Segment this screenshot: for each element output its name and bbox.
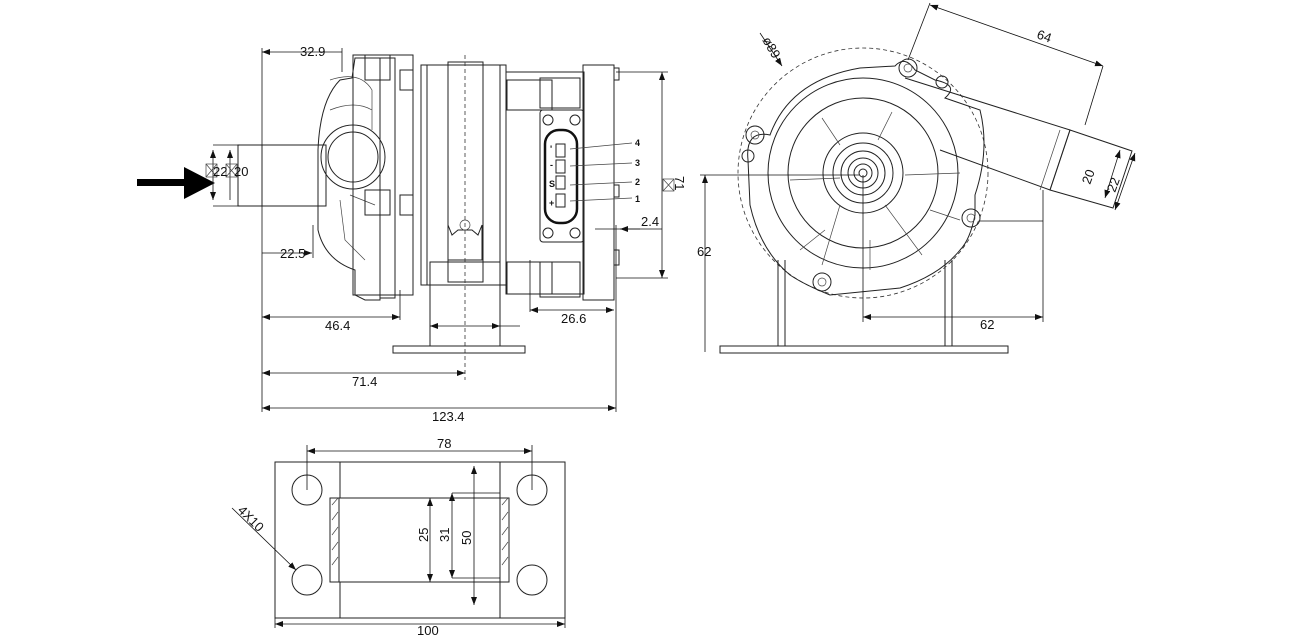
pin-symbol-minus: - bbox=[550, 160, 553, 170]
dim-62-horizontal: 62 bbox=[980, 317, 994, 332]
dim-78: 78 bbox=[437, 436, 451, 451]
front-bracket bbox=[719, 260, 1009, 354]
dim-22-5: 22.5 bbox=[280, 246, 305, 261]
outlet-pipe bbox=[904, 77, 1133, 209]
pin-label-3: 3 bbox=[635, 158, 640, 168]
dim-71: 71 bbox=[672, 176, 687, 190]
pin-label-4: 4 bbox=[635, 138, 640, 148]
pin-symbol-s: S bbox=[549, 179, 555, 189]
side-view: 22 20 bbox=[137, 44, 687, 424]
dim-32-9: 32.9 bbox=[300, 44, 325, 59]
side-dimensions: 32.9 22.5 46.4 71.4 123.4 26.6 2.4 71 bbox=[261, 44, 687, 424]
dim-4x10-holes: 4X10 bbox=[235, 503, 267, 535]
front-view: ø89 64 62 62 20 22 bbox=[697, 2, 1136, 354]
dim-31: 31 bbox=[437, 528, 452, 542]
motor-body bbox=[420, 55, 507, 380]
outlet-inner-dia: 20 bbox=[1079, 167, 1098, 186]
front-dimensions: ø89 64 62 62 20 22 bbox=[697, 2, 1136, 352]
pin-label-1: 1 bbox=[635, 194, 640, 204]
pin-label-2: 2 bbox=[635, 177, 640, 187]
dim-71-4: 71.4 bbox=[352, 374, 377, 389]
dim-26-6: 26.6 bbox=[561, 311, 586, 326]
dim-50: 50 bbox=[459, 531, 474, 545]
flow-arrow-icon bbox=[137, 167, 215, 199]
motor-rear bbox=[505, 64, 620, 301]
dim-62-vertical: 62 bbox=[697, 244, 711, 259]
dim-2-4: 2.4 bbox=[641, 214, 659, 229]
pump-volute bbox=[317, 57, 386, 301]
bottom-view: 78 100 4X10 25 31 50 bbox=[231, 436, 566, 638]
pin-symbol-tick: ' bbox=[550, 144, 552, 154]
pin-symbol-plus: + bbox=[549, 198, 554, 208]
inlet-outer-dia: 22 bbox=[213, 164, 227, 179]
dim-100: 100 bbox=[417, 623, 439, 638]
dim-123-4: 123.4 bbox=[432, 409, 465, 424]
dim-46-4: 46.4 bbox=[325, 318, 350, 333]
bottom-dimensions: 78 100 4X10 25 31 50 bbox=[231, 436, 566, 638]
dim-25: 25 bbox=[416, 528, 431, 542]
front-flange bbox=[352, 54, 414, 299]
electrical-connector: + S - ' 1 2 3 4 bbox=[539, 109, 640, 243]
inlet-pipe: 22 20 bbox=[205, 144, 327, 207]
inlet-inner-dia: 20 bbox=[234, 164, 248, 179]
dim-64: 64 bbox=[1035, 27, 1054, 46]
impeller-vanes bbox=[789, 111, 961, 270]
mounting-bracket bbox=[392, 261, 526, 354]
outlet-outer-dia: 22 bbox=[1104, 175, 1123, 194]
